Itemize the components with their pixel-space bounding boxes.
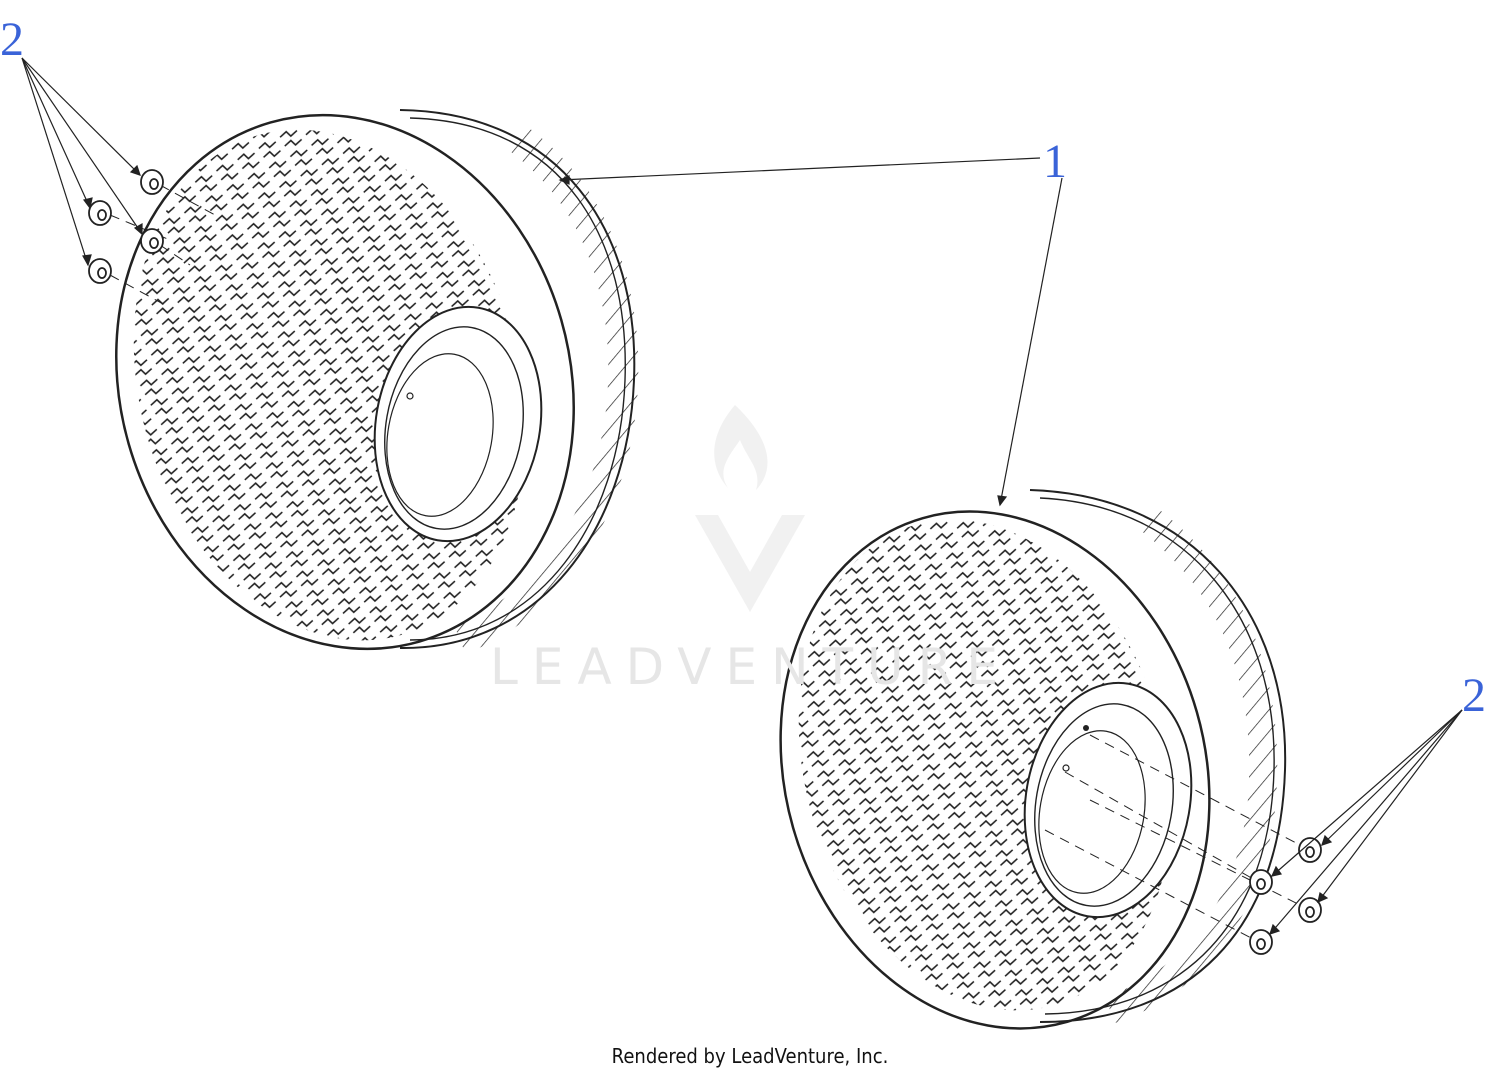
callout-2-left[interactable]: 2 [0,13,24,66]
flange-nut-icon[interactable] [88,200,112,226]
flange-nut-icon[interactable] [88,258,112,284]
flange-nut-icon[interactable] [140,169,164,195]
callout-1[interactable]: 1 [1043,135,1067,188]
flange-nut-icon[interactable] [140,228,164,254]
flange-nut-icon[interactable] [1298,897,1322,923]
flange-nut-icon[interactable] [1298,837,1322,863]
footer-credit: Rendered by LeadVenture, Inc. [611,1044,889,1068]
callout-2-right[interactable]: 2 [1462,669,1486,722]
tire-wheel-assembly-icon[interactable] [54,60,639,703]
flange-nut-icon[interactable] [1249,929,1273,955]
leader-lines [21,57,1463,935]
flange-nut-icon[interactable] [1249,869,1273,895]
watermark-text: LEADVENTURE [490,638,1012,696]
tire-wheel-assembly-icon[interactable] [721,460,1287,1079]
leadventure-logo-icon [695,405,805,612]
